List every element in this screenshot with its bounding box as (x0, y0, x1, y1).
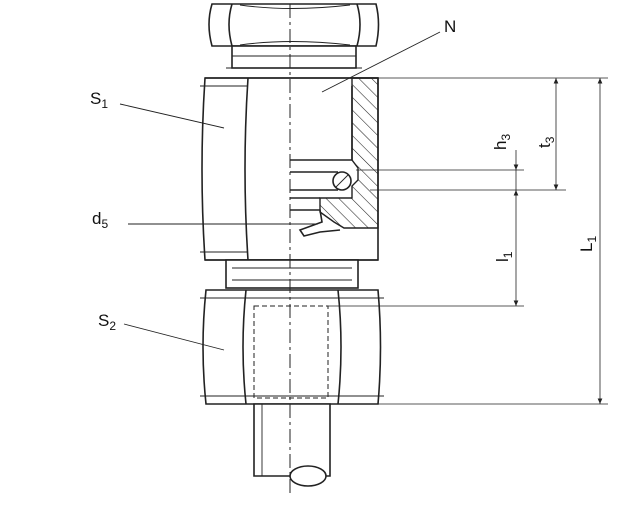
dimension-arrows (513, 78, 603, 404)
top-hex-nut (208, 3, 380, 47)
extension-lines (328, 77, 608, 405)
label-d5: d5 (92, 209, 108, 231)
lower-neck (225, 259, 359, 289)
tube (253, 403, 331, 487)
label-s2: S2 (98, 311, 116, 333)
lower-hex-nut (200, 289, 384, 405)
label-s1: S1 (90, 89, 108, 111)
label-l1: l1 (493, 251, 515, 262)
label-n: N (444, 17, 456, 36)
leader-lines (119, 31, 441, 351)
label-L1: L1 (577, 236, 599, 252)
label-h3: h3 (491, 134, 513, 150)
sectioned-wall (290, 77, 379, 237)
upper-neck (226, 45, 362, 69)
label-t3: t3 (535, 136, 557, 148)
